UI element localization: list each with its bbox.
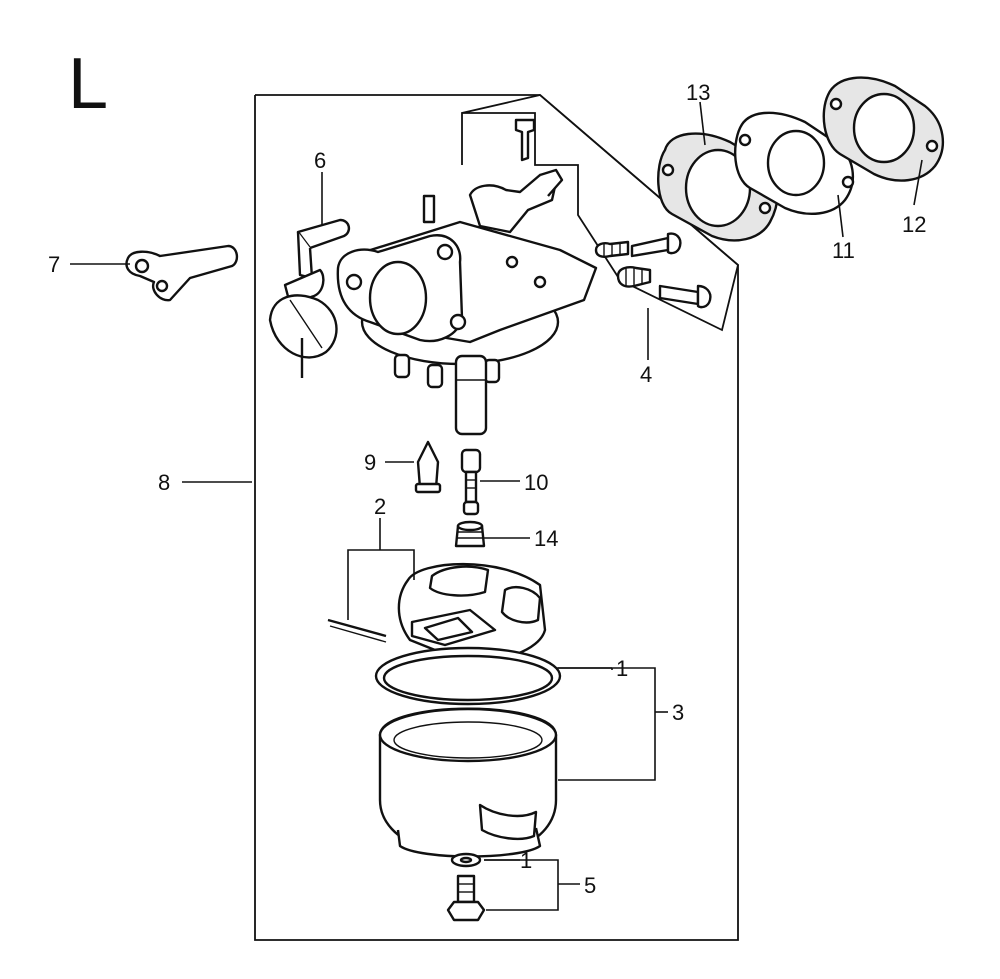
callout-3: 3 — [672, 700, 684, 725]
drain-bolt-washer — [446, 852, 486, 922]
callout-6: 6 — [314, 148, 326, 173]
jet-part — [454, 520, 486, 548]
gasket-11 — [734, 111, 855, 215]
choke-valve-part — [268, 218, 351, 378]
leader-lines — [70, 101, 923, 911]
bowl-gasket — [374, 646, 562, 706]
callout-2: 2 — [374, 494, 386, 519]
float-bowl — [378, 707, 558, 858]
adjuster-screw-set — [514, 118, 712, 309]
callout-14: 14 — [534, 526, 558, 551]
callout-13: 13 — [686, 80, 710, 105]
callout-12: 12 — [902, 212, 926, 237]
gasket-12 — [822, 76, 944, 182]
callout-1-bowl: 1 — [616, 656, 628, 681]
needle-jet-part — [414, 440, 442, 494]
callout-9: 9 — [364, 450, 376, 475]
gasket-13 — [657, 132, 779, 242]
adjuster-subbox — [461, 94, 740, 332]
callout-7: 7 — [48, 252, 60, 277]
callout-4: 4 — [640, 362, 652, 387]
section-letter: L — [68, 44, 108, 124]
callout-5: 5 — [584, 873, 596, 898]
assembly-boundary — [254, 94, 739, 941]
choke-lever-part — [125, 244, 239, 302]
float-assembly — [327, 563, 547, 663]
main-jet-part — [460, 448, 482, 516]
callout-11: 11 — [832, 238, 855, 263]
callout-10: 10 — [524, 470, 548, 495]
callout-8: 8 — [158, 470, 170, 495]
callout-1-washer: 1 — [520, 848, 532, 873]
carburetor-body — [336, 168, 598, 436]
